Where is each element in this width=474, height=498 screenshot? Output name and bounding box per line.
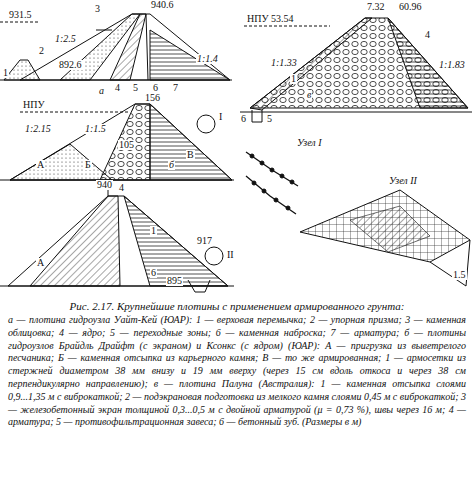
callout-number: 5 — [132, 83, 139, 93]
dimension-label: 940 — [96, 180, 113, 190]
dimension-label: 7.32 — [366, 2, 386, 12]
dimension-label: Узел II — [388, 176, 418, 186]
dimension-label: 895 — [166, 276, 183, 286]
dimension-label: НПУ — [22, 100, 46, 110]
dimension-label: НПУ 53.54 — [246, 14, 295, 24]
figure-caption: а — плотина гидроузла Уайт-Кей (ЮАР): 1 … — [8, 314, 466, 429]
callout-number: 7 — [172, 83, 179, 93]
callout-number: Б — [84, 160, 92, 170]
callout-number: 1 — [2, 68, 9, 78]
callout-number: 6 — [240, 114, 247, 124]
callout-number: В — [186, 150, 195, 160]
dimension-label: 1:1.5 — [84, 124, 107, 134]
callout-number: II — [226, 250, 235, 260]
callout-number: а — [98, 86, 105, 96]
dimension-label: Узел I — [296, 138, 323, 148]
figure-title: Рис. 2.17. Крупнейшие плотины с применен… — [8, 300, 466, 312]
callout-number: I — [218, 112, 223, 122]
callout-number: 6 — [150, 268, 157, 278]
dam-illustrations — [0, 0, 474, 298]
dimension-label: 60.96 — [398, 2, 423, 12]
dimension-label: 892.6 — [58, 60, 83, 70]
callout-number: 3 — [94, 4, 101, 14]
dimension-label: 917 — [196, 236, 213, 246]
callout-number: 1 — [290, 74, 297, 84]
callout-number: A — [36, 258, 45, 268]
callout-number: б — [168, 160, 175, 170]
callout-number: 1 — [150, 226, 157, 236]
callout-number: в — [306, 90, 312, 100]
dimension-label: 1:2.15 — [24, 124, 52, 134]
dimension-label: 940.6 — [150, 0, 175, 10]
callout-number: 6 — [152, 83, 159, 93]
dimension-label: 1:2.5 — [54, 34, 77, 44]
dimension-label: 1.5 — [452, 270, 467, 280]
callout-number: А — [36, 160, 45, 170]
callout-number: 4 — [424, 30, 431, 40]
callout-number: 2 — [38, 46, 45, 56]
dimension-label: 1:1.33 — [270, 58, 298, 68]
callout-number: 4 — [114, 83, 121, 93]
dimension-label: 1:1.83 — [438, 60, 466, 70]
callout-number: 4 — [118, 183, 125, 193]
dimension-label: 156 — [144, 93, 161, 103]
callout-number: 5 — [266, 114, 273, 124]
dimension-label: 1:1.4 — [196, 54, 219, 64]
dimension-label: 931.5 — [8, 10, 33, 20]
dimension-label: 105 — [118, 140, 135, 150]
